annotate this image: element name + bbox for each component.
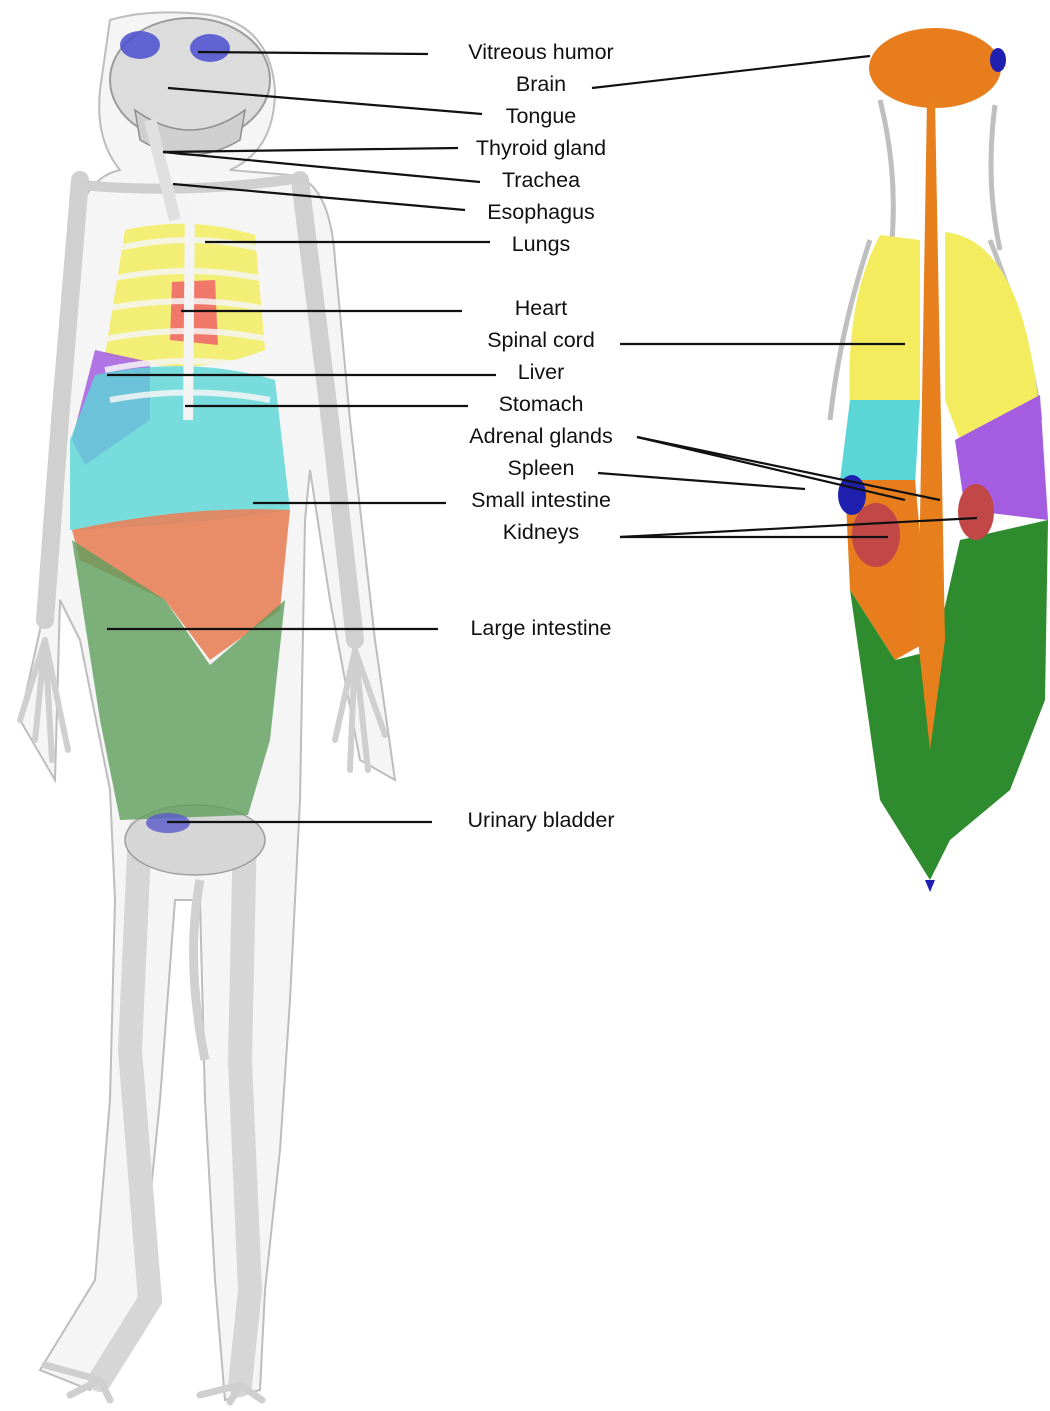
label-small-intestine: Small intestine (471, 490, 611, 512)
label-thyroid-gland: Thyroid gland (476, 138, 606, 160)
right-leg-bone (240, 830, 250, 1385)
leader-spleen (598, 473, 805, 489)
label-stomach: Stomach (499, 394, 584, 416)
label-vitreous-humor: Vitreous humor (468, 42, 613, 64)
urinary-bladder-organ-right (925, 880, 935, 892)
label-liver: Liver (518, 362, 565, 384)
label-large-intestine: Large intestine (470, 618, 611, 640)
label-spinal-cord: Spinal cord (487, 330, 595, 352)
stomach-organ-right (840, 400, 920, 485)
label-spleen: Spleen (508, 458, 575, 480)
kidney-organ-left (852, 503, 900, 567)
vitreous-humor-organ (120, 31, 160, 59)
label-lungs: Lungs (512, 234, 571, 256)
brain-organ (869, 28, 1001, 108)
spinal-cord-organ (918, 100, 945, 750)
label-esophagus: Esophagus (487, 202, 595, 224)
label-heart: Heart (515, 298, 568, 320)
vitreous-humor-organ (190, 34, 230, 62)
lungs-organ-left (849, 235, 920, 405)
leader-brain (592, 56, 870, 88)
label-adrenal-glands: Adrenal glands (469, 426, 612, 448)
organ-stack (830, 28, 1048, 892)
label-kidneys: Kidneys (503, 522, 580, 544)
label-trachea: Trachea (502, 170, 580, 192)
kidney-organ-right (958, 484, 994, 540)
vitreous-humor-organ-right (990, 48, 1006, 72)
label-urinary-bladder: Urinary bladder (468, 810, 615, 832)
label-tongue: Tongue (506, 106, 577, 128)
label-brain: Brain (516, 74, 566, 96)
